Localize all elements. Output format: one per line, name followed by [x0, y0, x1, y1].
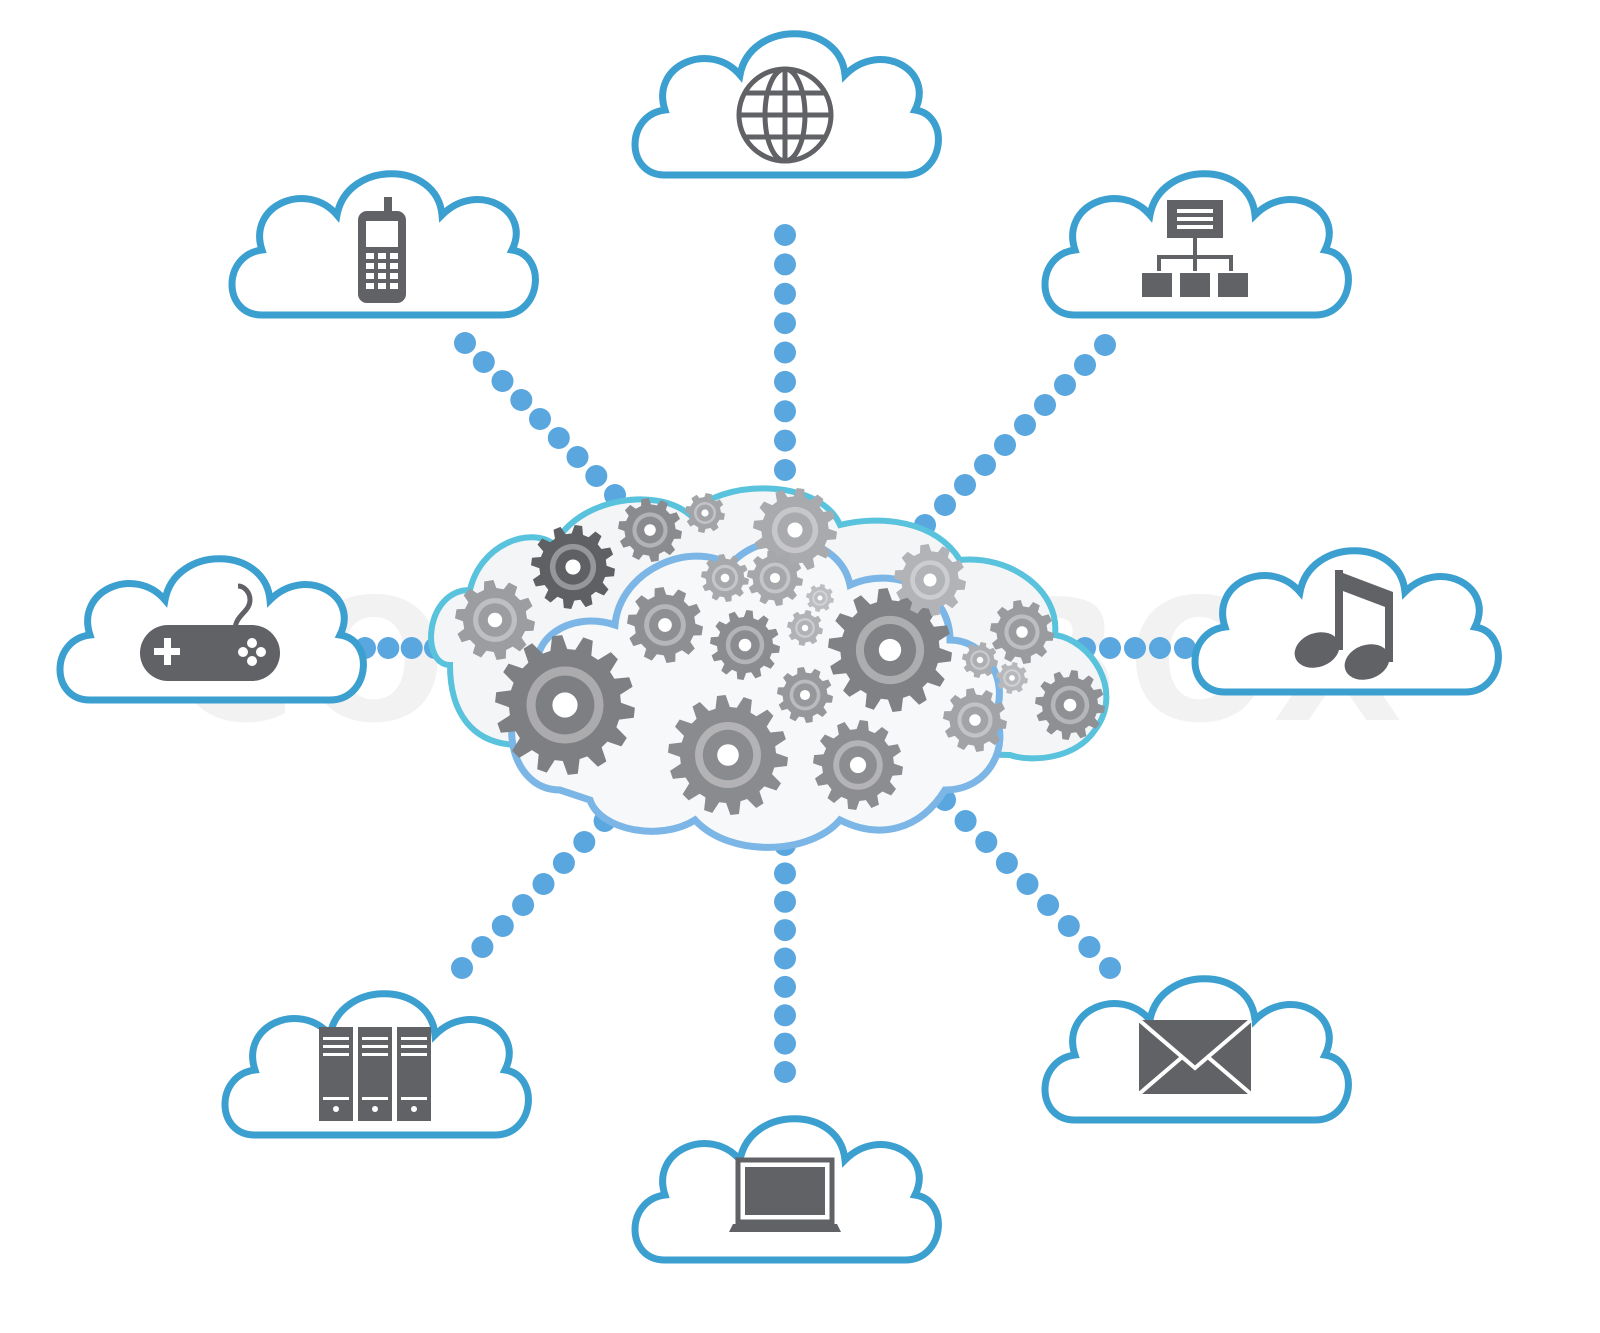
connector-dot — [547, 427, 570, 449]
music-note-icon — [1294, 570, 1393, 680]
connector-dot — [774, 400, 796, 423]
cloud-node-servers — [225, 994, 528, 1135]
connector-dot — [451, 957, 473, 979]
gear-icon — [996, 662, 1028, 694]
central-gear-cloud — [428, 485, 1110, 851]
connector-dot — [774, 947, 796, 970]
connector-dot — [774, 224, 796, 246]
connector-dot — [1016, 873, 1039, 895]
connector-dot — [954, 474, 976, 496]
connector-dot — [472, 351, 495, 373]
connector-dot — [1149, 637, 1171, 659]
gear-icon — [668, 695, 788, 815]
connector-dot — [1078, 936, 1101, 958]
connector-dot — [491, 915, 514, 937]
connector-dot — [529, 408, 551, 430]
connector-dot — [774, 370, 796, 393]
connector-dot — [994, 434, 1016, 456]
connector-dot — [491, 370, 514, 392]
connector-dot — [934, 494, 956, 516]
connector-dot — [774, 975, 796, 998]
connector-dot — [1057, 915, 1080, 937]
gear-icon — [531, 525, 615, 609]
gamepad-icon — [140, 583, 280, 681]
gear-icon — [701, 554, 749, 602]
cloud-node-globe — [635, 34, 938, 175]
connector-dot — [774, 862, 796, 885]
connector-dot — [1034, 394, 1056, 416]
connector-dot — [774, 312, 796, 335]
cloud-node-mail — [1045, 979, 1348, 1120]
connector-dot — [400, 637, 423, 659]
connector-dot — [573, 831, 596, 853]
gear-icon — [710, 610, 780, 680]
connector-dot — [377, 637, 400, 659]
connector-dot — [774, 1061, 796, 1083]
connector-dot — [774, 1004, 796, 1027]
gear-icon — [894, 544, 966, 616]
connector-dot — [774, 919, 796, 942]
connector-dot — [975, 831, 998, 853]
server-rack-icon — [319, 1027, 431, 1121]
gear-icon — [990, 600, 1054, 664]
connector-dot — [566, 446, 589, 468]
connector-dot — [1174, 637, 1196, 659]
gear-icon — [627, 587, 703, 663]
connector-dot — [1074, 354, 1096, 376]
connector-dot — [1094, 334, 1116, 356]
connectors — [354, 224, 1196, 1083]
connector-dot — [1014, 414, 1036, 436]
connector-dot — [774, 429, 796, 452]
connector-dot — [774, 341, 796, 364]
connector-dot — [454, 332, 476, 354]
connector-dot — [1124, 637, 1146, 659]
gear-icon — [747, 550, 803, 606]
connector-dot — [954, 810, 977, 832]
gear-icon — [813, 720, 903, 810]
connector-dot — [995, 852, 1018, 874]
connector-dot — [510, 389, 533, 411]
connector-dot — [471, 936, 494, 958]
gear-icon — [455, 580, 535, 660]
gear-icon — [777, 667, 833, 723]
gear-icon — [753, 488, 837, 572]
connector-dot — [1099, 957, 1121, 979]
gear-icon — [962, 642, 998, 678]
gear-icon — [618, 498, 682, 562]
connector-dot — [1099, 637, 1121, 659]
cloud-node-music — [1195, 551, 1498, 692]
connector-dot — [774, 282, 796, 305]
connector-dot — [974, 454, 996, 476]
mobile-phone-icon — [358, 197, 406, 303]
connector-dot — [774, 253, 796, 276]
gear-icon — [1035, 670, 1105, 740]
connector-dot — [774, 459, 796, 481]
network-hierarchy-icon — [1142, 200, 1248, 297]
gear-icon — [787, 610, 823, 646]
laptop-icon — [729, 1157, 841, 1232]
cloud-node-laptop — [635, 1119, 938, 1260]
gear-icon — [828, 588, 952, 712]
connector-dot — [585, 465, 608, 487]
connector-dot — [774, 890, 796, 913]
cloud-node-network — [1045, 174, 1348, 315]
gear-icon — [495, 635, 635, 775]
cloud-node-gamepad — [60, 559, 363, 700]
connector-dot — [512, 894, 535, 916]
connector-dot — [1037, 894, 1060, 916]
gear-icon — [806, 584, 834, 612]
gear-icon — [685, 493, 725, 533]
envelope-icon — [1137, 1018, 1253, 1096]
connector-dot — [1054, 374, 1076, 396]
connector-dot — [532, 873, 555, 895]
connector-dot — [552, 852, 575, 874]
cloud-node-phone — [232, 174, 535, 315]
gear-icon — [943, 688, 1007, 752]
connector-dot — [774, 1032, 796, 1055]
globe-icon — [736, 66, 834, 164]
